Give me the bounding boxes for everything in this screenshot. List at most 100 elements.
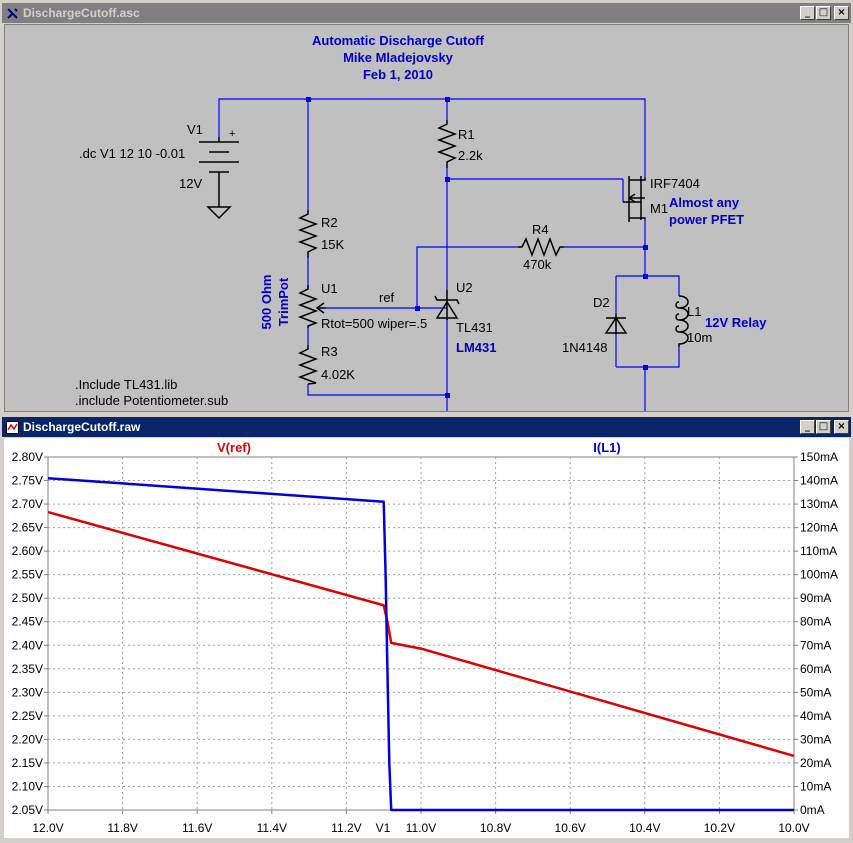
x-axis-label: V1 [376,821,391,835]
net-label-ref[interactable]: ref [379,290,395,305]
r1-name: R1 [458,127,475,142]
l1-comment: 12V Relay [705,315,767,330]
x-tick-label: 11.2V [331,821,361,835]
right-axis-ticks: 150mA140mA130mA120mA110mA100mA90mA80mA70… [794,450,838,817]
maximize-button[interactable]: □ [816,6,831,20]
left-axis-ticks: 2.80V2.75V2.70V2.65V2.60V2.55V2.50V2.45V… [12,450,48,817]
d2-diode[interactable] [604,314,628,334]
d2-name: D2 [593,295,610,310]
r2-name: R2 [321,215,338,230]
plot-titlebar[interactable]: DischargeCutoff.raw _ □ × [2,417,851,437]
right-tick-label: 130mA [800,497,838,511]
v1-name: V1 [187,122,203,137]
right-tick-label: 30mA [800,732,831,746]
include-directive-tl431[interactable]: .Include TL431.lib [75,377,177,392]
right-tick-label: 120mA [800,521,838,535]
close-button[interactable]: × [834,6,849,20]
u1-value: Rtot=500 wiper=.5 [321,316,427,331]
u1-potentiometer[interactable] [297,285,326,328]
x-tick-label: 10.6V [555,821,586,835]
u1-comment-line1: 500 Ohm [259,275,274,330]
left-tick-label: 2.25V [12,709,43,723]
l1-value: 10m [687,330,712,345]
u2-name: U2 [456,280,473,295]
right-tick-label: 110mA [800,544,837,558]
left-tick-label: 2.35V [12,662,43,676]
u1-comment: 500 Ohm TrimPot [259,275,291,330]
right-tick-label: 80mA [800,615,831,629]
left-tick-label: 2.75V [12,474,43,488]
plot-grid [47,456,795,811]
left-tick-label: 2.80V [12,450,43,464]
plot-maximize-button[interactable]: □ [816,420,831,434]
l1-name: L1 [687,304,701,319]
r3-name: R3 [321,344,338,359]
right-tick-label: 40mA [800,709,831,723]
left-tick-label: 2.10V [12,779,43,793]
legend-il1[interactable]: I(L1) [593,440,620,455]
minimize-button[interactable]: _ [800,6,815,20]
x-tick-label: 10.2V [704,821,735,835]
waveform-chart[interactable]: V(ref) I(L1) 2.80V2.75V2.70V2.65V2.60V2.… [4,438,849,838]
right-tick-label: 0mA [800,803,825,817]
r3-resistor[interactable] [297,345,319,385]
left-tick-label: 2.15V [12,756,43,770]
m1-comment-line2: power PFET [669,212,744,227]
vref-trace [47,510,795,758]
dc-directive[interactable]: .dc V1 12 10 -0.01 [79,146,185,161]
plot-window-title: DischargeCutoff.raw [23,420,141,434]
legend-vref[interactable]: V(ref) [217,440,251,455]
x-tick-label: 10.0V [778,821,809,835]
r2-value: 15K [321,237,344,252]
schematic-titlebar[interactable]: DischargeCutoff.asc _ □ × [2,3,851,23]
r1-resistor[interactable] [436,120,458,168]
r4-value: 470k [523,257,552,272]
left-tick-label: 2.30V [12,685,43,699]
u2-tl431[interactable] [434,290,460,320]
plot-minimize-button[interactable]: _ [800,420,815,434]
include-directive-potentiometer[interactable]: .include Potentiometer.sub [75,393,228,408]
m1-value: IRF7404 [650,176,700,191]
x-tick-label: 11.8V [107,821,137,835]
right-tick-label: 60mA [800,662,831,676]
right-tick-label: 100mA [800,568,838,582]
x-tick-label: 11.0V [406,821,436,835]
schematic-canvas[interactable]: Automatic Discharge Cutoff Mike Mladejov… [4,24,849,412]
right-tick-label: 20mA [800,756,831,770]
header-block: Automatic Discharge Cutoff Mike Mladejov… [312,33,485,82]
left-tick-label: 2.55V [12,568,43,582]
r1-value: 2.2k [458,148,483,163]
il1-trace [47,476,794,812]
l1-inductor[interactable] [675,295,689,347]
r4-resistor[interactable] [518,236,564,258]
left-tick-label: 2.05V [12,803,43,817]
right-tick-label: 50mA [800,685,831,699]
right-tick-label: 10mA [800,779,831,793]
header-title: Automatic Discharge Cutoff [312,33,485,48]
m1-name: M1 [650,201,668,216]
schematic-window: DischargeCutoff.asc _ □ × Automatic Disc… [0,0,853,416]
left-tick-label: 2.70V [12,497,43,511]
left-tick-label: 2.20V [12,732,43,746]
r2-resistor[interactable] [297,210,319,258]
x-tick-label: 12.0V [32,821,63,835]
left-tick-label: 2.65V [12,521,43,535]
junction-dots [306,97,648,398]
left-tick-label: 2.40V [12,638,43,652]
u2-value: TL431 [456,320,493,335]
u1-name: U1 [321,281,338,296]
right-tick-label: 150mA [800,450,838,464]
plot-close-button[interactable]: × [834,420,849,434]
d2-value: 1N4148 [562,340,608,355]
v1-battery[interactable] [199,137,239,220]
schematic-app-icon[interactable] [5,6,19,20]
waveform-app-icon[interactable] [5,420,19,434]
m1-pfet[interactable] [623,176,646,222]
x-tick-label: 11.4V [257,821,287,835]
left-tick-label: 2.50V [12,591,43,605]
u2-comment: LM431 [456,340,496,355]
r3-value: 4.02K [321,367,355,382]
r4-name: R4 [532,222,549,237]
